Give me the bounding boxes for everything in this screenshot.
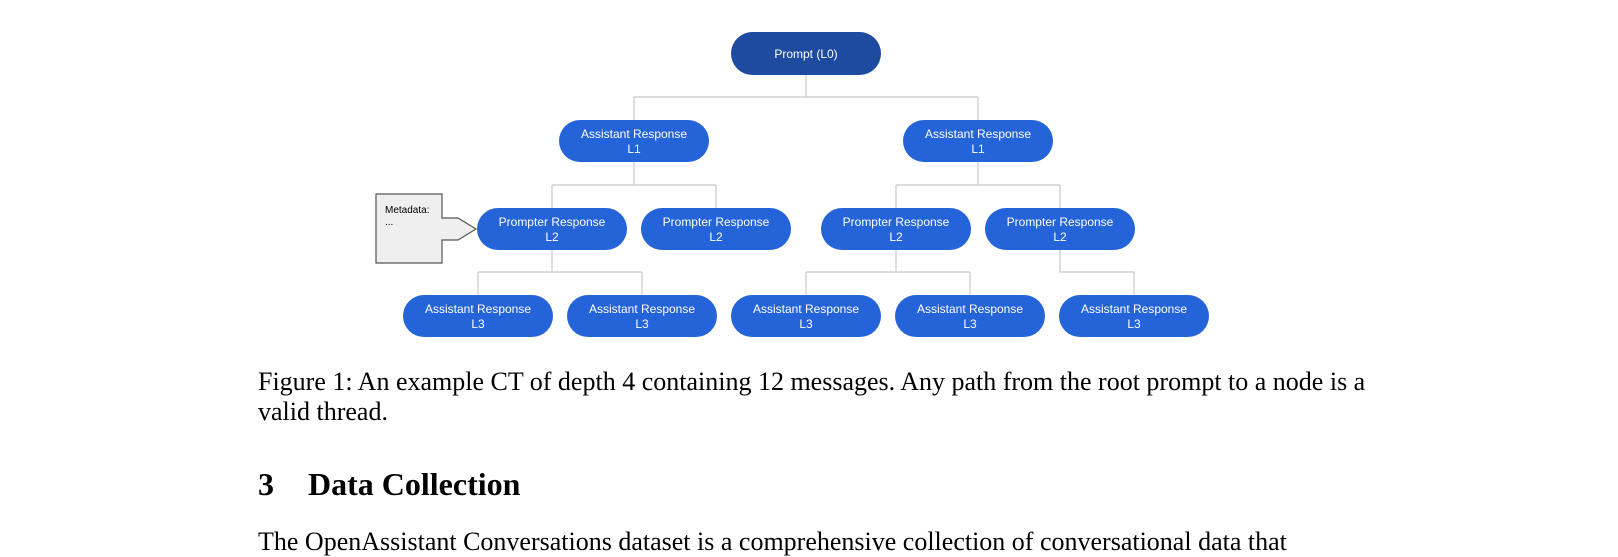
node-pill (567, 295, 717, 337)
node-pill (731, 32, 881, 75)
node-label-line2: L2 (545, 230, 559, 244)
connector-l2d (1059, 250, 1135, 295)
node-label-line2: L2 (1053, 230, 1067, 244)
section-number: 3 (258, 466, 274, 502)
tree-node: Assistant Response L1 (903, 120, 1053, 162)
node-label-line1: Prompter Response (499, 215, 606, 229)
tree-node: Assistant Response L3 (403, 295, 553, 337)
tree-node: Prompter Response L2 (821, 208, 971, 250)
node-label-line1: Assistant Response (753, 302, 859, 316)
node-label-line1: Prompt (L0) (774, 47, 837, 61)
node-pill (903, 120, 1053, 162)
metadata-callout: Metadata: ... (375, 193, 478, 264)
section-title: Data Collection (308, 466, 521, 502)
node-label-line1: Prompter Response (663, 215, 770, 229)
tree-node: Assistant Response L3 (1059, 295, 1209, 337)
node-label-line1: Prompter Response (843, 215, 950, 229)
tree-node: Assistant Response L3 (731, 295, 881, 337)
node-pill (1059, 295, 1209, 337)
node-label-line1: Assistant Response (925, 127, 1031, 141)
node-label-line1: Assistant Response (581, 127, 687, 141)
node-label-line2: L3 (471, 317, 485, 331)
node-pill (985, 208, 1135, 250)
tree-node: Prompter Response L2 (641, 208, 791, 250)
tree-node: Prompt (L0) (731, 32, 881, 75)
body-paragraph: The OpenAssistant Conversations dataset … (258, 527, 1287, 556)
node-label-line1: Assistant Response (589, 302, 695, 316)
node-label-line2: L3 (1127, 317, 1141, 331)
section-heading: 3 Data Collection (258, 466, 520, 503)
metadata-ellipsis: ... (385, 217, 393, 228)
node-label-line1: Assistant Response (1081, 302, 1187, 316)
tree-node: Prompter Response L2 (985, 208, 1135, 250)
metadata-arrow-box (375, 193, 478, 264)
connector-l1a (551, 162, 717, 208)
connector-root (633, 75, 979, 120)
tree-connectors (477, 75, 1135, 295)
connector-l2c (805, 250, 971, 295)
node-label-line2: L3 (963, 317, 977, 331)
tree-node: Assistant Response L3 (895, 295, 1045, 337)
node-label-line2: L2 (709, 230, 723, 244)
metadata-title: Metadata: (385, 205, 429, 216)
node-pill (821, 208, 971, 250)
node-pill (477, 208, 627, 250)
node-label-line1: Assistant Response (917, 302, 1023, 316)
connector-l2a (477, 250, 643, 295)
node-label-line2: L1 (971, 142, 985, 156)
node-pill (641, 208, 791, 250)
figure-caption: Figure 1: An example CT of depth 4 conta… (258, 367, 1366, 426)
node-label-line1: Prompter Response (1007, 215, 1114, 229)
node-pill (895, 295, 1045, 337)
tree-node: Assistant Response L1 (559, 120, 709, 162)
connector-l1b (895, 162, 1061, 208)
node-pill (403, 295, 553, 337)
node-label-line2: L3 (635, 317, 649, 331)
node-pill (731, 295, 881, 337)
conversation-tree-diagram: Metadata: ... Prompt (L0) Assistant Resp… (375, 32, 1209, 337)
node-label-line2: L2 (889, 230, 903, 244)
tree-node: Assistant Response L3 (567, 295, 717, 337)
tree-node: Prompter Response L2 (477, 208, 627, 250)
node-pill (559, 120, 709, 162)
node-label-line2: L3 (799, 317, 813, 331)
node-label-line1: Assistant Response (425, 302, 531, 316)
node-label-line2: L1 (627, 142, 641, 156)
